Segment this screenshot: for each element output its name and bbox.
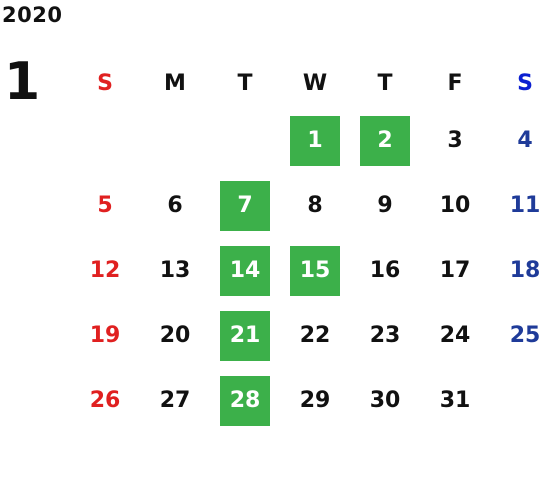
- highlighted-day[interactable]: 28: [220, 375, 270, 426]
- day-number[interactable]: 3: [447, 128, 463, 153]
- highlighted-day[interactable]: 21: [220, 310, 270, 361]
- day-cell: 5: [70, 181, 140, 231]
- day-cell: 28: [210, 375, 280, 426]
- day-cell: 12: [70, 246, 140, 296]
- month-number: 1: [4, 52, 41, 112]
- year-label: 2020: [2, 3, 63, 27]
- day-cell: [210, 116, 280, 166]
- day-cell: 24: [420, 311, 490, 361]
- day-cell: 8: [280, 181, 350, 231]
- day-number[interactable]: 16: [369, 258, 401, 283]
- day-cell: 23: [350, 311, 420, 361]
- week-row: 26 27 28 29 30 31: [70, 368, 548, 433]
- day-cell: 31: [420, 376, 490, 426]
- day-number[interactable]: 25: [509, 323, 541, 348]
- day-number[interactable]: 19: [89, 323, 121, 348]
- day-number[interactable]: 18: [509, 258, 541, 283]
- highlighted-day[interactable]: 7: [220, 180, 270, 231]
- week-row: 5 6 7 8 9 10 11: [70, 173, 548, 238]
- day-cell: [140, 116, 210, 166]
- day-cell: 19: [70, 311, 140, 361]
- day-number[interactable]: 17: [439, 258, 471, 283]
- weekday-monday: M: [164, 70, 186, 96]
- day-cell: 2: [350, 115, 420, 166]
- day-number[interactable]: 29: [299, 388, 331, 413]
- day-cell: 4: [490, 116, 548, 166]
- highlighted-day[interactable]: 14: [220, 245, 270, 296]
- day-cell: 26: [70, 376, 140, 426]
- day-number[interactable]: 20: [159, 323, 191, 348]
- highlighted-day[interactable]: 2: [360, 115, 410, 166]
- weekday-saturday: S: [517, 70, 533, 96]
- weekday-sunday: S: [97, 70, 113, 96]
- day-cell: 15: [280, 245, 350, 296]
- day-cell: 13: [140, 246, 210, 296]
- day-number[interactable]: 31: [439, 388, 471, 413]
- day-number[interactable]: 8: [307, 193, 323, 218]
- day-number[interactable]: 12: [89, 258, 121, 283]
- day-cell: 16: [350, 246, 420, 296]
- weekday-tuesday: T: [237, 70, 253, 96]
- day-cell: [490, 376, 548, 426]
- highlighted-day[interactable]: 15: [290, 245, 340, 296]
- highlighted-day[interactable]: 1: [290, 115, 340, 166]
- week-row: 12 13 14 15 16 17 18: [70, 238, 548, 303]
- day-cell: 22: [280, 311, 350, 361]
- day-cell: 27: [140, 376, 210, 426]
- day-cell: 20: [140, 311, 210, 361]
- day-cell: 29: [280, 376, 350, 426]
- day-cell: [70, 116, 140, 166]
- day-cell: 9: [350, 181, 420, 231]
- week-row: 19 20 21 22 23 24 25: [70, 303, 548, 368]
- day-cell: 1: [280, 115, 350, 166]
- day-number[interactable]: 30: [369, 388, 401, 413]
- weekday-header-row: S M T W T F S: [70, 58, 548, 108]
- day-number[interactable]: 11: [509, 193, 541, 218]
- day-number[interactable]: 10: [439, 193, 471, 218]
- day-number[interactable]: 9: [377, 193, 393, 218]
- day-number[interactable]: 24: [439, 323, 471, 348]
- day-number[interactable]: 5: [97, 193, 113, 218]
- day-cell: 14: [210, 245, 280, 296]
- weekday-wednesday: W: [302, 70, 328, 96]
- weekday-friday: F: [447, 70, 463, 96]
- day-cell: 17: [420, 246, 490, 296]
- day-cell: 30: [350, 376, 420, 426]
- day-cell: 3: [420, 116, 490, 166]
- day-number[interactable]: 4: [517, 128, 533, 153]
- day-cell: 25: [490, 311, 548, 361]
- day-number[interactable]: 22: [299, 323, 331, 348]
- day-cell: 10: [420, 181, 490, 231]
- day-cell: 6: [140, 181, 210, 231]
- day-cell: 21: [210, 310, 280, 361]
- day-cell: 11: [490, 181, 548, 231]
- day-cell: 18: [490, 246, 548, 296]
- day-number[interactable]: 23: [369, 323, 401, 348]
- day-number[interactable]: 13: [159, 258, 191, 283]
- day-cell: 7: [210, 180, 280, 231]
- day-number[interactable]: 27: [159, 388, 191, 413]
- day-number[interactable]: 26: [89, 388, 121, 413]
- day-number[interactable]: 6: [167, 193, 183, 218]
- weekday-thursday: T: [377, 70, 393, 96]
